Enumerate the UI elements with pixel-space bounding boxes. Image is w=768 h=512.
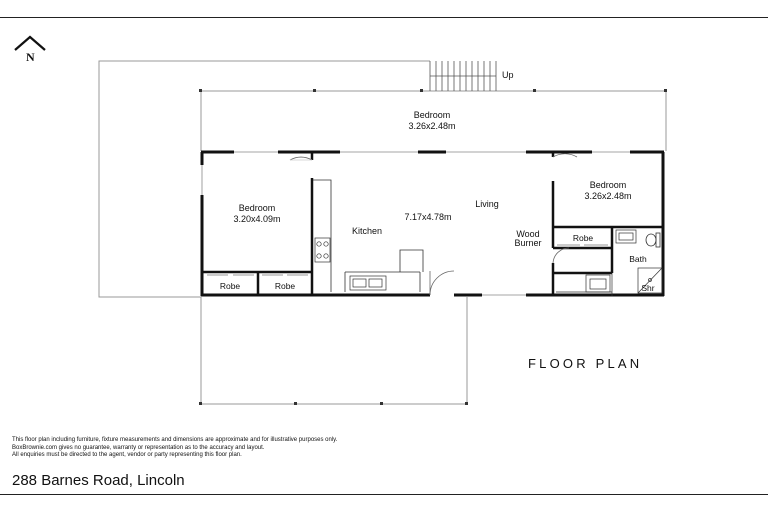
exterior-walls xyxy=(200,150,665,297)
disclaimer-line: BoxBrownie.com gives no guarantee, warra… xyxy=(12,444,265,451)
disclaimer-line: All enquiries must be directed to the ag… xyxy=(12,452,242,458)
deck-posts xyxy=(199,89,667,405)
robe-left-2-label: Robe xyxy=(275,281,296,291)
door-swings xyxy=(289,153,578,296)
room-size: 3.26x2.48m xyxy=(408,121,455,131)
wood-burner-label-line1: Wood xyxy=(516,229,539,239)
disclaimer-line: This floor plan including furniture, fix… xyxy=(12,437,338,443)
room-living-size: 7.17x4.78m xyxy=(404,212,451,222)
stairs xyxy=(429,61,497,91)
north-label: N xyxy=(26,50,35,64)
cooktop-icon xyxy=(314,237,331,263)
toilet-icon xyxy=(645,232,661,248)
wood-burner-label-line2: Burner xyxy=(514,238,541,248)
outer-deck xyxy=(98,60,667,405)
robe-right-label: Robe xyxy=(573,233,594,243)
room-living-label: Living xyxy=(475,199,499,209)
kitchen-benches xyxy=(313,179,424,292)
room-right-bedroom: Bedroom 3.26x2.48m xyxy=(584,180,631,201)
interior-walls xyxy=(202,152,664,296)
disclaimer: This floor plan including furniture, fix… xyxy=(12,437,432,460)
room-size: 3.26x2.48m xyxy=(584,191,631,201)
robe-left-1-label: Robe xyxy=(220,281,241,291)
room-name: Bedroom xyxy=(414,110,451,120)
north-arrow-icon: N xyxy=(14,35,46,64)
room-name: Bedroom xyxy=(239,203,276,213)
room-name: Bedroom xyxy=(590,180,627,190)
robe-doors xyxy=(207,244,608,276)
floor-plan-title: FLOOR PLAN xyxy=(528,356,642,371)
kitchen-sink-icon xyxy=(349,275,387,291)
shower-icon xyxy=(637,267,663,294)
shower-label: Shr xyxy=(641,283,654,293)
vanity-icon xyxy=(615,229,637,244)
laundry-tub-icon xyxy=(556,273,613,296)
room-top-bedroom: Bedroom 3.26x2.48m xyxy=(408,110,455,131)
window-panes xyxy=(201,151,630,296)
stairs-up-label: Up xyxy=(502,70,514,80)
room-size: 3.20x4.09m xyxy=(233,214,280,224)
bath-label: Bath xyxy=(629,254,647,264)
room-kitchen-label: Kitchen xyxy=(352,226,382,236)
room-left-bedroom: Bedroom 3.20x4.09m xyxy=(233,203,280,224)
property-address: 288 Barnes Road, Lincoln xyxy=(12,472,185,489)
